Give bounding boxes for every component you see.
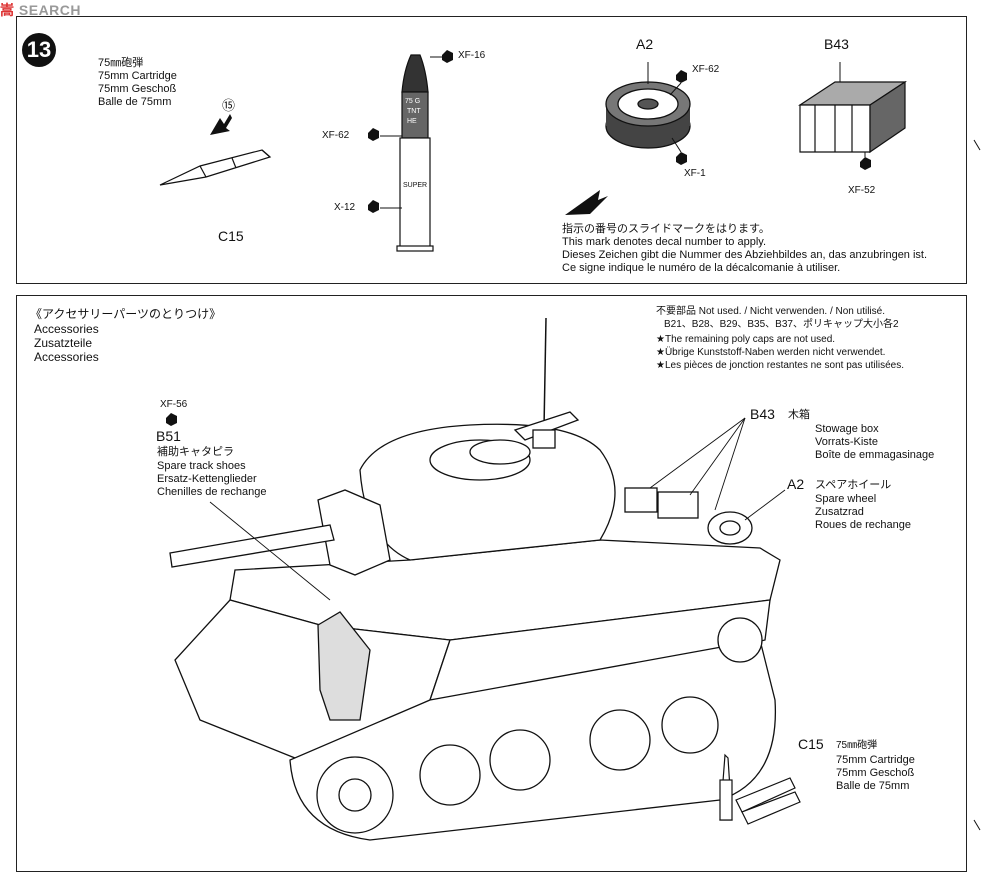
accessories-title-en: Accessories xyxy=(34,322,99,336)
accessories-title-fr: Accessories xyxy=(34,350,99,364)
b43-jp: 木箱 xyxy=(788,409,810,421)
slide-mark-icon xyxy=(565,190,608,215)
b43-de: Vorrats-Kiste xyxy=(815,436,878,448)
shell-marking-3: HE xyxy=(407,118,417,125)
cartridge-drawing xyxy=(159,149,272,186)
c15-jp: 75㎜砲弾 xyxy=(836,740,878,751)
b43-fr: Boîte de emmagasinage xyxy=(815,449,935,461)
box-part-label: B43 xyxy=(824,36,849,52)
paint-x12-label: X-12 xyxy=(334,202,356,213)
cartridge-label-jp: 75㎜砲弾 xyxy=(98,57,144,69)
not-used-line-5: ★Les pièces de jonction restantes ne son… xyxy=(656,360,904,371)
decal-note-fr: Ce signe indique le numéro de la décalco… xyxy=(562,262,841,274)
stowage-box-drawing xyxy=(797,80,908,154)
b43-part-label: B43 xyxy=(750,406,775,422)
wheel-paint-bottom: XF-1 xyxy=(684,168,706,179)
b51-de: Ersatz-Kettenglieder xyxy=(157,473,257,485)
b51-en: Spare track shoes xyxy=(157,460,246,472)
cartridge-label-fr: Balle de 75mm xyxy=(98,96,172,108)
paint-xf16-label: XF-16 xyxy=(458,50,486,61)
part-c15-label: C15 xyxy=(218,228,244,244)
not-used-line-4: ★Übrige Kunststoff-Naben werden nicht ve… xyxy=(656,347,886,358)
shell-marking-super: SUPER xyxy=(403,182,428,189)
b51-part-label: B51 xyxy=(156,428,181,444)
wheel-part-label: A2 xyxy=(636,36,654,52)
c15-de: 75mm Geschoß xyxy=(836,767,915,779)
wheel-paint-top: XF-62 xyxy=(692,64,720,75)
paint-marker-icons xyxy=(166,50,871,426)
decal-note-de: Dieses Zeichen gibt die Nummer des Abzie… xyxy=(562,249,928,261)
shell-drawing xyxy=(396,54,434,252)
decal-number-15: ⑮ xyxy=(222,98,236,113)
accessories-panel xyxy=(16,295,967,872)
a2-fr: Roues de rechange xyxy=(815,519,912,531)
watermark-prefix: 嵩 xyxy=(0,2,15,18)
a2-de: Zusatzrad xyxy=(815,506,864,518)
paint-xf62-label: XF-62 xyxy=(322,130,350,141)
b43-en: Stowage box xyxy=(815,423,879,435)
c15-part-label: C15 xyxy=(798,736,824,752)
c15-fr: Balle de 75mm xyxy=(836,780,910,792)
a2-en: Spare wheel xyxy=(815,493,877,505)
accessories-title-jp: 《アクセサリーパーツのとりつけ》 xyxy=(30,307,222,321)
c15-cartridges-drawing xyxy=(719,753,801,825)
decal-note-jp: 指示の番号のスライドマークをはります。 xyxy=(562,223,770,235)
cartridge-label-en: 75mm Cartridge xyxy=(98,70,177,82)
shell-marking-2: TNT xyxy=(407,108,421,115)
cartridge-label-de: 75mm Geschoß xyxy=(98,83,177,95)
b51-jp: 補助キャタピラ xyxy=(157,446,234,458)
a2-part-label: A2 xyxy=(787,476,805,492)
not-used-line-3: ★The remaining poly caps are not used. xyxy=(656,334,836,345)
not-used-line-1: 不要部品 Not used. / Nicht verwenden. / Non … xyxy=(656,306,885,317)
box-paint-label: XF-52 xyxy=(848,185,876,196)
accessories-title-de: Zusatzteile xyxy=(34,336,93,350)
shell-marking-1: 75 G xyxy=(405,98,421,105)
decal-note-en: This mark denotes decal number to apply. xyxy=(562,236,767,248)
step-number-badge: 13 xyxy=(22,33,56,67)
watermark-site: SEARCH xyxy=(18,2,82,18)
step-13-panel xyxy=(16,16,967,284)
watermark: 嵩 SEARCH xyxy=(0,0,81,20)
c15-en: 75mm Cartridge xyxy=(836,754,915,766)
spare-wheel-drawing xyxy=(605,81,691,149)
decal-arrow-icon xyxy=(210,114,232,135)
a2-jp: スペアホイール xyxy=(815,479,892,491)
b51-fr: Chenilles de rechange xyxy=(157,486,267,498)
b51-paint-label: XF-56 xyxy=(160,399,188,410)
not-used-line-2: B21、B28、B29、B35、B37、ポリキャップ大小各2 xyxy=(664,319,899,330)
